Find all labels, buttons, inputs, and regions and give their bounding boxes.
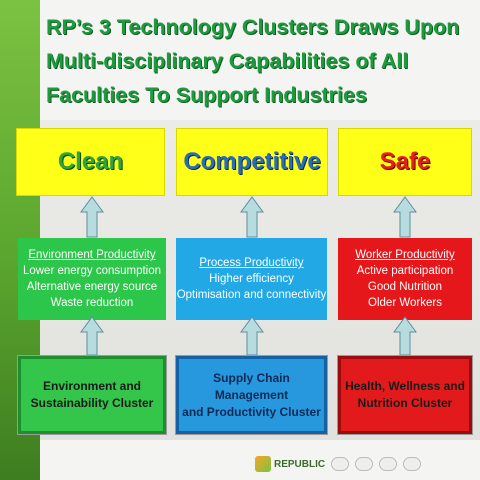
title-line-1: RP’s 3 Technology Clusters Draws Upon: [46, 15, 460, 39]
environment-productivity-heading: Environment Productivity: [28, 249, 156, 261]
process-productivity-heading: Process Productivity: [199, 257, 304, 269]
environment-cluster-box: Environment and Sustainability Cluster: [18, 356, 166, 434]
list-item: Older Workers: [368, 297, 442, 309]
republic-logo: REPUBLIC: [255, 456, 325, 472]
list-item: Good Nutrition: [367, 281, 443, 293]
goal-competitive-label: Competitive: [183, 148, 321, 175]
republic-logo-mark-icon: [255, 456, 271, 472]
list-item: Lower energy consumption: [22, 265, 162, 277]
up-arrow-icon: [80, 316, 104, 356]
list-item: Higher efficiency: [209, 273, 294, 285]
goal-competitive-box: Competitive: [176, 128, 328, 196]
environment-cluster-line-2: Sustainability Cluster: [30, 396, 154, 410]
up-arrow-icon: [393, 196, 417, 238]
process-productivity-box: Process Productivity Higher efficiency O…: [176, 238, 327, 320]
slide-title: RP’s 3 Technology Clusters Draws Upon Mu…: [46, 10, 476, 112]
footer-logos: REPUBLIC: [255, 452, 480, 476]
supply-chain-cluster-line-1: Supply Chain Management: [213, 370, 290, 402]
title-line-3: Faculties To Support Industries: [46, 83, 367, 107]
up-arrow-icon: [240, 196, 264, 238]
list-item: Active participation: [356, 265, 454, 277]
list-item: Alternative energy source: [26, 281, 158, 293]
environment-productivity-box: Environment Productivity Lower energy co…: [18, 238, 166, 320]
supply-chain-cluster-line-2: and Productivity Cluster: [182, 404, 321, 419]
worker-productivity-heading: Worker Productivity: [355, 249, 455, 261]
goal-clean-label: Clean: [57, 148, 124, 175]
goal-safe-box: Safe: [338, 128, 472, 196]
list-item: Optimisation and connectivity: [176, 289, 327, 301]
health-cluster-line-2: Nutrition Cluster: [357, 396, 453, 410]
partner-logo-icon: [403, 457, 422, 471]
up-arrow-icon: [240, 316, 264, 356]
environment-cluster-line-1: Environment and: [42, 379, 141, 393]
health-cluster-box: Health, Wellness and Nutrition Cluster: [338, 356, 472, 434]
worker-productivity-box: Worker Productivity Active participation…: [338, 238, 472, 320]
up-arrow-icon: [80, 196, 104, 238]
republic-logo-text: REPUBLIC: [274, 458, 326, 470]
goal-safe-label: Safe: [379, 148, 431, 175]
partner-logo-icon: [355, 457, 374, 471]
partner-logo-icon: [379, 457, 398, 471]
partner-logo-icon: [331, 457, 350, 471]
list-item: Waste reduction: [50, 297, 134, 309]
up-arrow-icon: [393, 316, 417, 356]
title-line-2: Multi-disciplinary Capabilities of All: [46, 49, 409, 73]
supply-chain-cluster-box: Supply Chain Management and Productivity…: [176, 356, 327, 434]
goal-clean-box: Clean: [16, 128, 165, 196]
health-cluster-line-1: Health, Wellness and: [345, 379, 465, 393]
